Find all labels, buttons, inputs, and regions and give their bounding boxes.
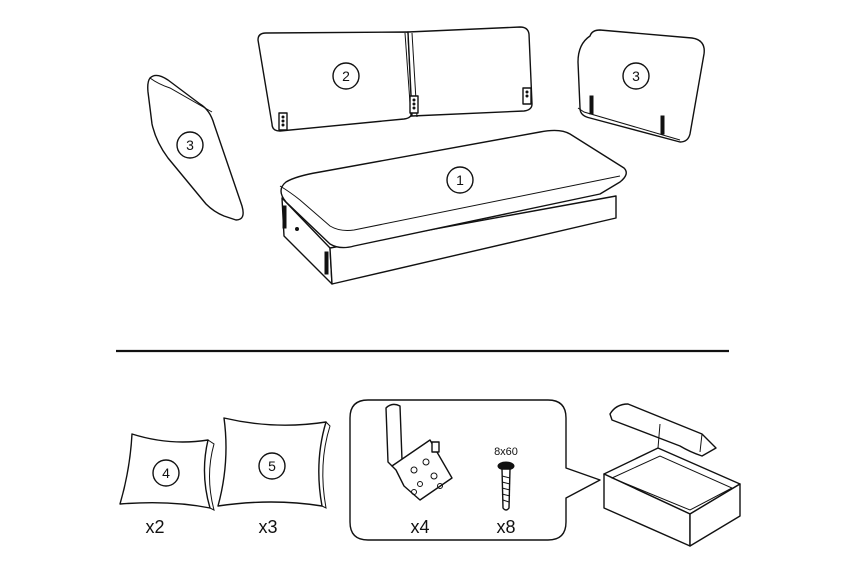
screw-quantity: x8 — [496, 517, 515, 537]
pillow-small-quantity: x2 — [145, 517, 164, 537]
screw-icon — [497, 461, 515, 511]
part-number-circle — [152, 459, 180, 487]
pillow-large-number: 5 — [268, 458, 276, 474]
seat-part: 1 — [279, 129, 627, 285]
backrest-part: 2 — [257, 26, 533, 132]
part-number-circle — [332, 62, 360, 90]
side-cushion-right-part: 3 — [577, 29, 705, 143]
side-right-number: 3 — [632, 68, 640, 84]
pillow-small-item: 4 x2 — [119, 433, 215, 537]
pillow-large-item: 5 x3 — [217, 417, 331, 537]
seat-number: 1 — [456, 172, 464, 188]
backrest-number: 2 — [342, 68, 350, 84]
hardware-callout: x4 8x60 x8 — [349, 399, 601, 541]
bracket-icon — [385, 403, 453, 501]
pillow-large-quantity: x3 — [258, 517, 277, 537]
side-cushion-left-part: 3 — [147, 74, 244, 221]
part-number-circle — [258, 452, 286, 480]
screw-size: 8x60 — [494, 446, 518, 458]
pillow-small-number: 4 — [162, 465, 170, 481]
bracket-quantity: x4 — [410, 517, 429, 537]
part-number-circle — [176, 131, 204, 159]
part-number-circle — [446, 166, 474, 194]
part-number-circle — [622, 62, 650, 90]
box-icon — [603, 403, 741, 547]
side-left-number: 3 — [186, 137, 194, 153]
